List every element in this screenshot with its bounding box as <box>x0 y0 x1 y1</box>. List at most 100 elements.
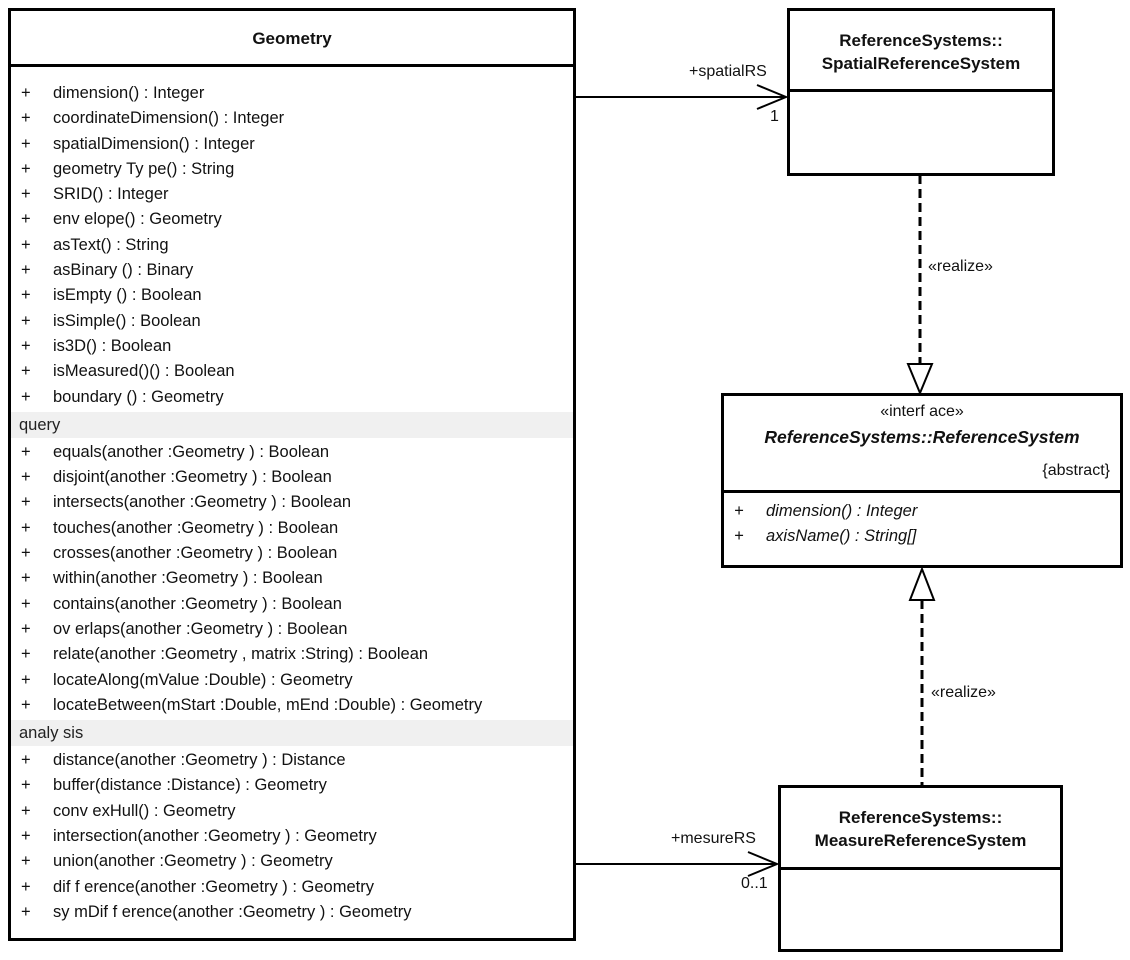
operation-signature: dimension() : Integer <box>766 502 918 520</box>
operation-row[interactable]: +ov erlaps(another :Geometry ) : Boolean <box>11 617 573 642</box>
visibility-public: + <box>21 311 31 330</box>
operation-signature: equals(another :Geometry ) : Boolean <box>53 442 330 461</box>
role-spatial-rs: +spatialRS <box>689 63 767 80</box>
operation-row[interactable]: +env elope() : Geometry <box>11 207 573 232</box>
class-name-line2: MeasureReferenceSystem <box>814 831 1027 850</box>
operation-signature: ov erlaps(another :Geometry ) : Boolean <box>53 619 348 638</box>
operation-signature: spatialDimension() : Integer <box>53 134 255 153</box>
operation-row[interactable]: + dimension() : Integer <box>11 81 573 106</box>
operation-row[interactable]: +intersects(another :Geometry ) : Boolea… <box>11 490 573 515</box>
visibility-public: + <box>21 336 31 355</box>
operation-row[interactable]: +crosses(another :Geometry ) : Boolean <box>11 541 573 566</box>
arrowhead-open-spatial <box>756 84 789 110</box>
interface-operations: +dimension() : Integer+axisName() : Stri… <box>724 493 1120 550</box>
operation-row[interactable]: +disjoint(another :Geometry ) : Boolean <box>11 465 573 490</box>
operation-signature: locateAlong(mValue :Double) : Geometry <box>53 670 353 689</box>
operation-row[interactable]: +within(another :Geometry ) : Boolean <box>11 566 573 591</box>
operation-signature: dif f erence(another :Geometry ) : Geome… <box>53 877 374 896</box>
operation-signature: dimension() : Integer <box>53 84 205 102</box>
interface-header: «interf ace» ReferenceSystems::Reference… <box>724 396 1120 493</box>
visibility-public: + <box>21 594 31 613</box>
operation-signature: distance(another :Geometry ) : Distance <box>53 751 346 770</box>
realize-label-bottom: «realize» <box>931 684 996 701</box>
operation-row[interactable]: + SRID() : Integer <box>11 182 573 207</box>
visibility-public: + <box>21 670 31 689</box>
operation-signature: axisName() : String[] <box>766 527 917 546</box>
operation-row[interactable]: + relate(another :Geometry , matrix :Stri… <box>11 642 573 667</box>
multiplicity-measure: 0..1 <box>741 875 768 892</box>
operation-row[interactable]: + is3D() : Boolean <box>11 334 573 359</box>
operation-signature: crosses(another :Geometry ) : Boolean <box>53 544 338 563</box>
operation-row[interactable]: +axisName() : String[] <box>724 524 1120 549</box>
class-geometry-header: Geometry <box>11 11 573 67</box>
operation-row[interactable]: +asBinary () : Binary <box>11 258 573 283</box>
visibility-public: + <box>21 751 31 770</box>
operation-row[interactable]: +isMeasured()() : Boolean <box>11 359 573 384</box>
operations-main: + dimension() : Integer +coordinateDimensi… <box>11 67 573 410</box>
operation-signature: conv exHull() : Geometry <box>53 801 236 820</box>
operation-row[interactable]: +sy mDif f erence(another :Geometry ) : … <box>11 900 573 925</box>
class-name-line1: ReferenceSystems:: <box>839 31 1003 50</box>
operation-row[interactable]: +spatialDimension() : Integer <box>11 132 573 157</box>
operation-signature: boundary () : Geometry <box>53 387 224 406</box>
operation-signature: SRID() : Integer <box>53 185 169 204</box>
operation-row[interactable]: + boundary () : Geometry <box>11 385 573 410</box>
operation-signature: isSimple() : Boolean <box>53 311 201 330</box>
operation-row[interactable]: +contains(another :Geometry ) : Boolean <box>11 592 573 617</box>
operation-signature: sy mDif f erence(another :Geometry ) : G… <box>53 902 412 921</box>
interface-reference-system[interactable]: «interf ace» ReferenceSystems::Reference… <box>721 393 1123 568</box>
operations-analysis: + distance(another :Geometry ) : Distance… <box>11 748 573 925</box>
operation-signature: disjoint(another :Geometry ) : Boolean <box>53 468 332 487</box>
operation-row[interactable]: + equals(another :Geometry ) : Boolean <box>11 440 573 465</box>
visibility-public: + <box>21 827 31 846</box>
class-name-line2: SpatialReferenceSystem <box>821 54 1021 73</box>
operation-row[interactable]: + locateAlong(mValue :Double) : Geometry <box>11 668 573 693</box>
visibility-public: + <box>21 235 31 254</box>
operation-row[interactable]: + isSimple() : Boolean <box>11 309 573 334</box>
operation-signature: intersection(another :Geometry ) : Geome… <box>53 827 377 846</box>
operation-signature: asBinary () : Binary <box>53 261 194 280</box>
operation-signature: asText() : String <box>53 235 169 254</box>
class-spatial-reference-system[interactable]: ReferenceSystems:: SpatialReferenceSyste… <box>787 8 1055 176</box>
operation-signature: intersects(another :Geometry ) : Boolean <box>53 493 352 512</box>
visibility-public: + <box>21 442 31 461</box>
operation-row[interactable]: +dimension() : Integer <box>724 499 1120 524</box>
operation-signature: union(another :Geometry ) : Geometry <box>53 852 333 871</box>
visibility-public: + <box>21 695 31 714</box>
visibility-public: + <box>21 852 31 871</box>
abstract-constraint: {abstract} <box>1042 462 1110 479</box>
operation-row[interactable]: +locateBetween(mStart :Double, mEnd :Dou… <box>11 693 573 718</box>
visibility-public: + <box>21 84 31 102</box>
class-name: Geometry <box>252 29 332 48</box>
operation-signature: within(another :Geometry ) : Boolean <box>53 569 323 588</box>
class-measure-reference-system[interactable]: ReferenceSystems:: MeasureReferenceSyste… <box>778 785 1063 952</box>
visibility-public: + <box>21 286 31 305</box>
operation-row[interactable]: +touches(another :Geometry ) : Boolean <box>11 516 573 541</box>
operation-row[interactable]: +isEmpty () : Boolean <box>11 283 573 308</box>
operation-signature: geometry Ty pe() : String <box>53 159 235 178</box>
operation-signature: isMeasured()() : Boolean <box>53 362 235 381</box>
visibility-public: + <box>21 645 31 664</box>
operation-row[interactable]: +dif f erence(another :Geometry ) : Geom… <box>11 875 573 900</box>
operation-row[interactable]: + union(another :Geometry ) : Geometry <box>11 849 573 874</box>
interface-name: ReferenceSystems::ReferenceSystem <box>764 427 1080 447</box>
visibility-public: + <box>21 185 31 204</box>
section-analysis: analy sis <box>11 720 573 747</box>
realize-triangle-top <box>906 363 934 396</box>
operation-row[interactable]: + asText() : String <box>11 233 573 258</box>
class-geometry[interactable]: Geometry + dimension() : Integer +coordina… <box>8 8 576 941</box>
operation-signature: is3D() : Boolean <box>53 336 172 355</box>
visibility-public: + <box>21 109 31 128</box>
operation-signature: relate(another :Geometry , matrix :Strin… <box>53 645 429 664</box>
operation-row[interactable]: + geometry Ty pe() : String <box>11 157 573 182</box>
class-header: ReferenceSystems:: MeasureReferenceSyste… <box>781 788 1060 870</box>
operation-row[interactable]: + intersection(another :Geometry ) : Geom… <box>11 824 573 849</box>
visibility-public: + <box>21 387 31 406</box>
operation-row[interactable]: +conv exHull() : Geometry <box>11 799 573 824</box>
operation-row[interactable]: +coordinateDimension() : Integer <box>11 106 573 131</box>
visibility-public: + <box>21 159 31 178</box>
operation-row[interactable]: +buffer(distance :Distance) : Geometry <box>11 773 573 798</box>
operation-row[interactable]: + distance(another :Geometry ) : Distance <box>11 748 573 773</box>
visibility-public: + <box>21 776 31 795</box>
realize-triangle-bottom <box>908 566 936 601</box>
